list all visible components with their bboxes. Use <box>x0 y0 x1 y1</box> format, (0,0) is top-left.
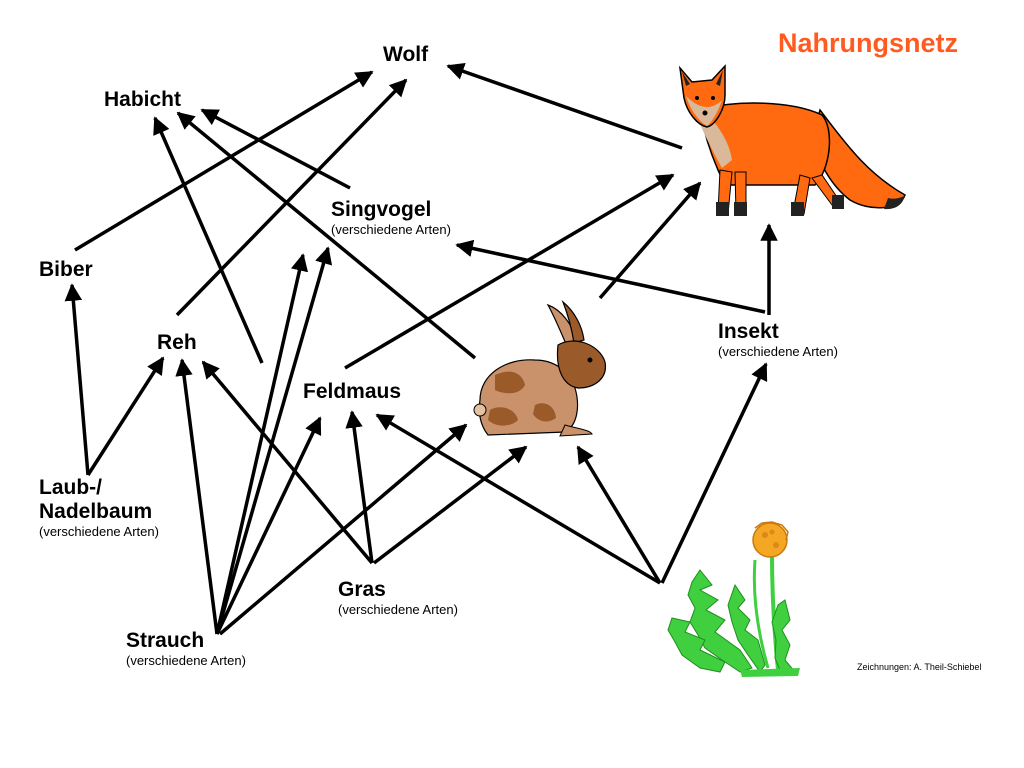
node-gras: Gras (verschiedene Arten) <box>338 578 458 618</box>
arrow-dandelion-rabbit <box>576 445 662 584</box>
node-biber: Biber <box>39 258 93 281</box>
node-feldmaus: Feldmaus <box>303 380 402 403</box>
arrow-laub-biber <box>64 283 90 476</box>
arrow-feldmaus-fox <box>344 173 675 370</box>
illustration-credit: Zeichnungen: A. Theil-Schiebel <box>857 662 982 672</box>
arrow-strauch-singvogel <box>215 246 333 635</box>
arrow-laub-reh <box>86 356 165 476</box>
node-gras-sub: (verschiedene Arten) <box>338 602 458 617</box>
node-laub-nadelbaum: Laub-/ Nadelbaum (verschiedene Arten) <box>39 476 159 540</box>
arrow-gras-feldmaus <box>345 410 374 564</box>
diagram-title: Nahrungsnetz <box>778 28 959 58</box>
arrow-gras-rabbit <box>372 445 528 565</box>
rabbit-illustration <box>473 300 606 437</box>
fox-illustration <box>678 64 906 216</box>
node-strauch-label: Strauch <box>126 629 205 652</box>
node-laub-label-2: Nadelbaum <box>39 500 153 523</box>
arrow-gras-reh <box>201 360 374 565</box>
node-insekt: Insekt (verschiedene Arten) <box>718 320 838 360</box>
arrow-insekt-singvogel <box>455 239 766 314</box>
node-singvogel: Singvogel (verschiedene Arten) <box>331 198 451 238</box>
node-laub-label-1: Laub-/ <box>39 476 102 499</box>
node-wolf: Wolf <box>383 43 429 66</box>
node-laub-sub: (verschiedene Arten) <box>39 524 159 539</box>
arrow-dandelion-insekt <box>660 362 768 584</box>
node-insekt-label: Insekt <box>718 320 779 343</box>
arrow-reh-wolf <box>175 78 408 317</box>
arrow-rabbit-habicht <box>153 116 264 364</box>
dandelion-illustration <box>667 521 800 677</box>
node-habicht: Habicht <box>104 88 182 111</box>
node-gras-label: Gras <box>338 578 386 601</box>
arrow-biber-wolf <box>74 70 374 252</box>
arrow-strauch-feldmaus <box>215 416 322 635</box>
node-singvogel-sub: (verschiedene Arten) <box>331 222 451 237</box>
arrow-feldmaus-habicht <box>176 111 477 360</box>
node-insekt-sub: (verschiedene Arten) <box>718 344 838 359</box>
arrow-dandelion-feldmaus <box>375 413 661 585</box>
arrow-strauch-reh <box>175 358 219 635</box>
arrow-fox-wolf <box>446 62 683 150</box>
node-strauch: Strauch (verschiedene Arten) <box>126 629 246 669</box>
arrow-strauch-insekt-branch <box>215 253 309 635</box>
node-singvogel-label: Singvogel <box>331 198 432 221</box>
node-reh: Reh <box>157 331 197 354</box>
node-strauch-sub: (verschiedene Arten) <box>126 653 246 668</box>
arrow-singvogel-habicht <box>200 108 351 190</box>
